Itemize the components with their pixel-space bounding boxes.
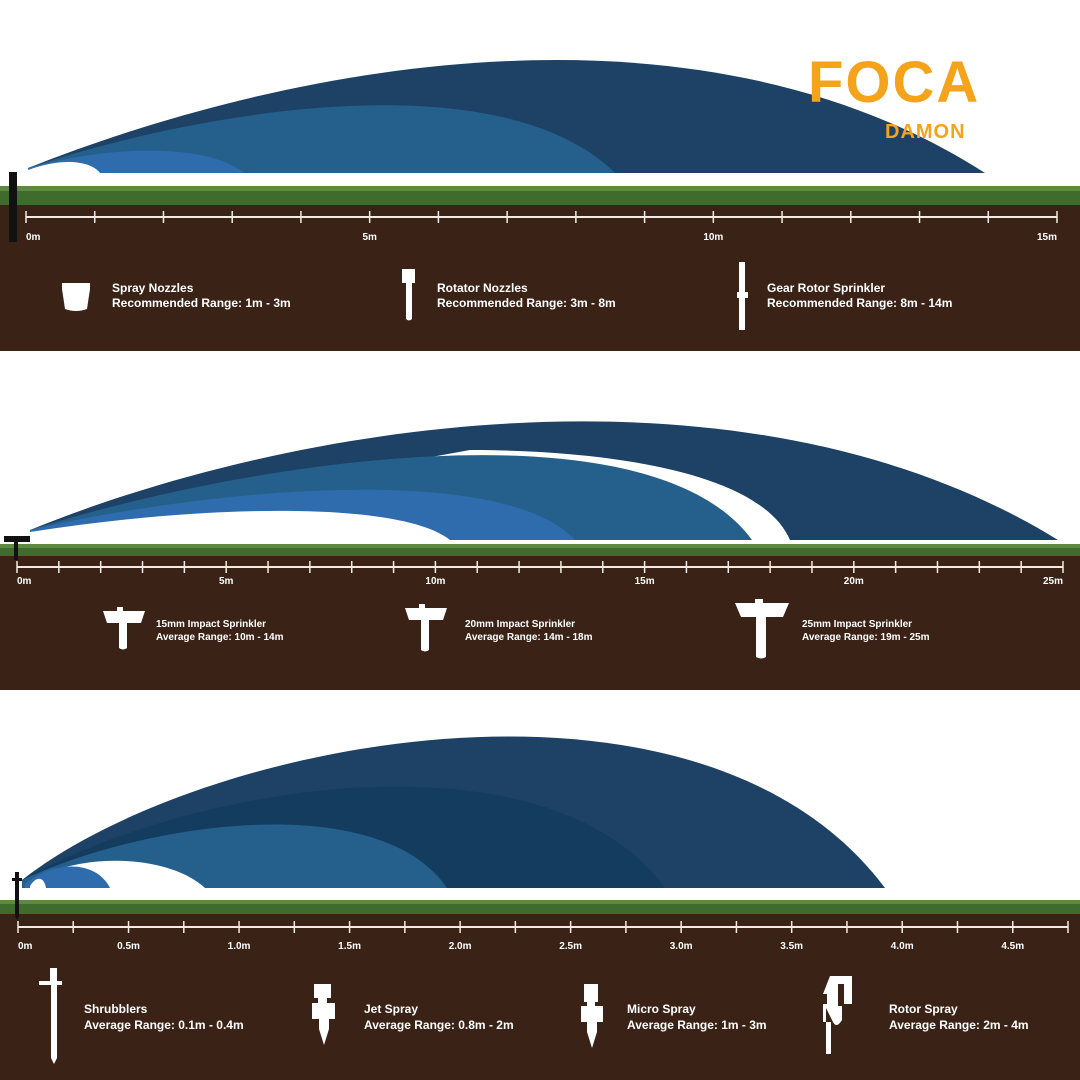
distance-axis: 0m 0.5m 1.0m 1.5m 2.0m 2.5m 3.0m 3.5m 4.0m 4.5m (17, 921, 1069, 952)
legend-item: 25mm Impact Sprinkler Average Range: 19m… (735, 599, 930, 659)
arc-gap (30, 510, 450, 540)
item-name: Micro Spray (627, 1002, 696, 1016)
item-name: Spray Nozzles (112, 281, 194, 295)
legend-item: Micro Spray Average Range: 1m - 3m (581, 984, 767, 1048)
axis-label: 0m (26, 232, 41, 243)
panel-rotors: 0m 5m 10m 15m Spray Nozzles Recommended Ran… (0, 60, 1080, 351)
axis-label: 1.5m (338, 941, 361, 952)
grass-highlight (0, 544, 1080, 548)
legend-item: 20mm Impact Sprinkler Average Range: 14m… (405, 604, 593, 652)
panel-impact-sprinklers: 0m 5m 10m 15m 20m 25m 15mm Impact Sprinkler A… (0, 421, 1080, 690)
axis-label: 20m (844, 576, 864, 587)
logo-subtext: DAMON (885, 121, 966, 143)
item-name: Gear Rotor Sprinkler (767, 281, 885, 295)
legend-item: 15mm Impact Sprinkler Average Range: 10m… (103, 607, 284, 650)
distance-axis: 0m 5m 10m 15m 20m 25m (16, 561, 1064, 587)
item-range: Average Range: 1m - 3m (627, 1018, 767, 1032)
legend-item: Shrubblers Average Range: 0.1m - 0.4m (39, 968, 244, 1064)
axis-label: 5m (362, 232, 377, 243)
axis-label: 4.0m (891, 941, 914, 952)
spray-arc-shrubbler (25, 866, 110, 888)
legend-item: Spray Nozzles Recommended Range: 1m - 3m (62, 281, 291, 311)
axis-label: 3.5m (780, 941, 803, 952)
item-name: Rotor Spray (889, 1002, 958, 1016)
impact-sprinkler-icon (103, 607, 145, 650)
sprinkler-head-icon (9, 172, 17, 242)
spray-arc-25mm (30, 421, 1058, 540)
axis-label: 0.5m (117, 941, 140, 952)
item-range: Average Range: 0.1m - 0.4m (84, 1018, 244, 1032)
axis-label: 25m (1043, 576, 1063, 587)
axis-label: 0m (18, 941, 33, 952)
axis-label: 3.0m (670, 941, 693, 952)
axis-label: 15m (1037, 232, 1057, 243)
item-range: Recommended Range: 3m - 8m (437, 296, 616, 310)
item-range: Recommended Range: 8m - 14m (767, 296, 952, 310)
grass-highlight (0, 186, 1080, 191)
axis-label: 15m (635, 576, 655, 587)
axis-label: 2.0m (449, 941, 472, 952)
jet-spray-icon (312, 984, 335, 1045)
brand-logo: FOCA DAMON (808, 50, 980, 143)
impact-sprinkler-head-icon (4, 536, 30, 560)
axis-label: 1.0m (228, 941, 251, 952)
item-name: 15mm Impact Sprinkler (156, 619, 266, 630)
item-name: Jet Spray (364, 1002, 418, 1016)
axis-label: 10m (703, 232, 723, 243)
impact-sprinkler-icon (735, 599, 789, 659)
legend-item: Jet Spray Average Range: 0.8m - 2m (312, 984, 514, 1045)
item-name: 20mm Impact Sprinkler (465, 619, 575, 630)
shrubbler-icon (39, 968, 62, 1064)
impact-sprinkler-icon (405, 604, 447, 652)
axis-label: 2.5m (559, 941, 582, 952)
item-range: Average Range: 14m - 18m (465, 632, 593, 643)
arc-gap (30, 878, 46, 888)
grass-highlight (0, 900, 1080, 904)
item-range: Average Range: 0.8m - 2m (364, 1018, 514, 1032)
legend-item: Gear Rotor Sprinkler Recommended Range: … (737, 262, 952, 330)
item-range: Average Range: 2m - 4m (889, 1018, 1029, 1032)
legend-item: Rotor Spray Average Range: 2m - 4m (823, 976, 1029, 1054)
item-range: Average Range: 19m - 25m (802, 632, 930, 643)
panel-micro-irrigation: 0m 0.5m 1.0m 1.5m 2.0m 2.5m 3.0m 3.5m 4.0m 4.5m S… (0, 736, 1080, 1080)
soil (0, 205, 1080, 351)
item-range: Average Range: 10m - 14m (156, 632, 284, 643)
soil (0, 914, 1080, 1080)
rotator-nozzle-icon (402, 269, 415, 321)
arc-gap (28, 162, 100, 173)
axis-label: 4.5m (1001, 941, 1024, 952)
shrubbler-head-icon (12, 872, 22, 920)
distance-axis: 0m 5m 10m 15m (25, 211, 1058, 243)
item-name: 25mm Impact Sprinkler (802, 619, 912, 630)
axis-label: 0m (17, 576, 32, 587)
axis-label: 5m (219, 576, 234, 587)
logo-text: FOCA (808, 50, 980, 115)
axis-label: 10m (425, 576, 445, 587)
spray-nozzle-icon (62, 283, 90, 311)
item-name: Rotator Nozzles (437, 281, 528, 295)
micro-spray-icon (581, 984, 603, 1048)
rotor-spray-icon (823, 976, 852, 1054)
soil (0, 556, 1080, 690)
item-name: Shrubblers (84, 1002, 148, 1016)
legend-item: Rotator Nozzles Recommended Range: 3m - … (402, 269, 616, 321)
gear-rotor-icon (737, 262, 748, 330)
item-range: Recommended Range: 1m - 3m (112, 296, 291, 310)
